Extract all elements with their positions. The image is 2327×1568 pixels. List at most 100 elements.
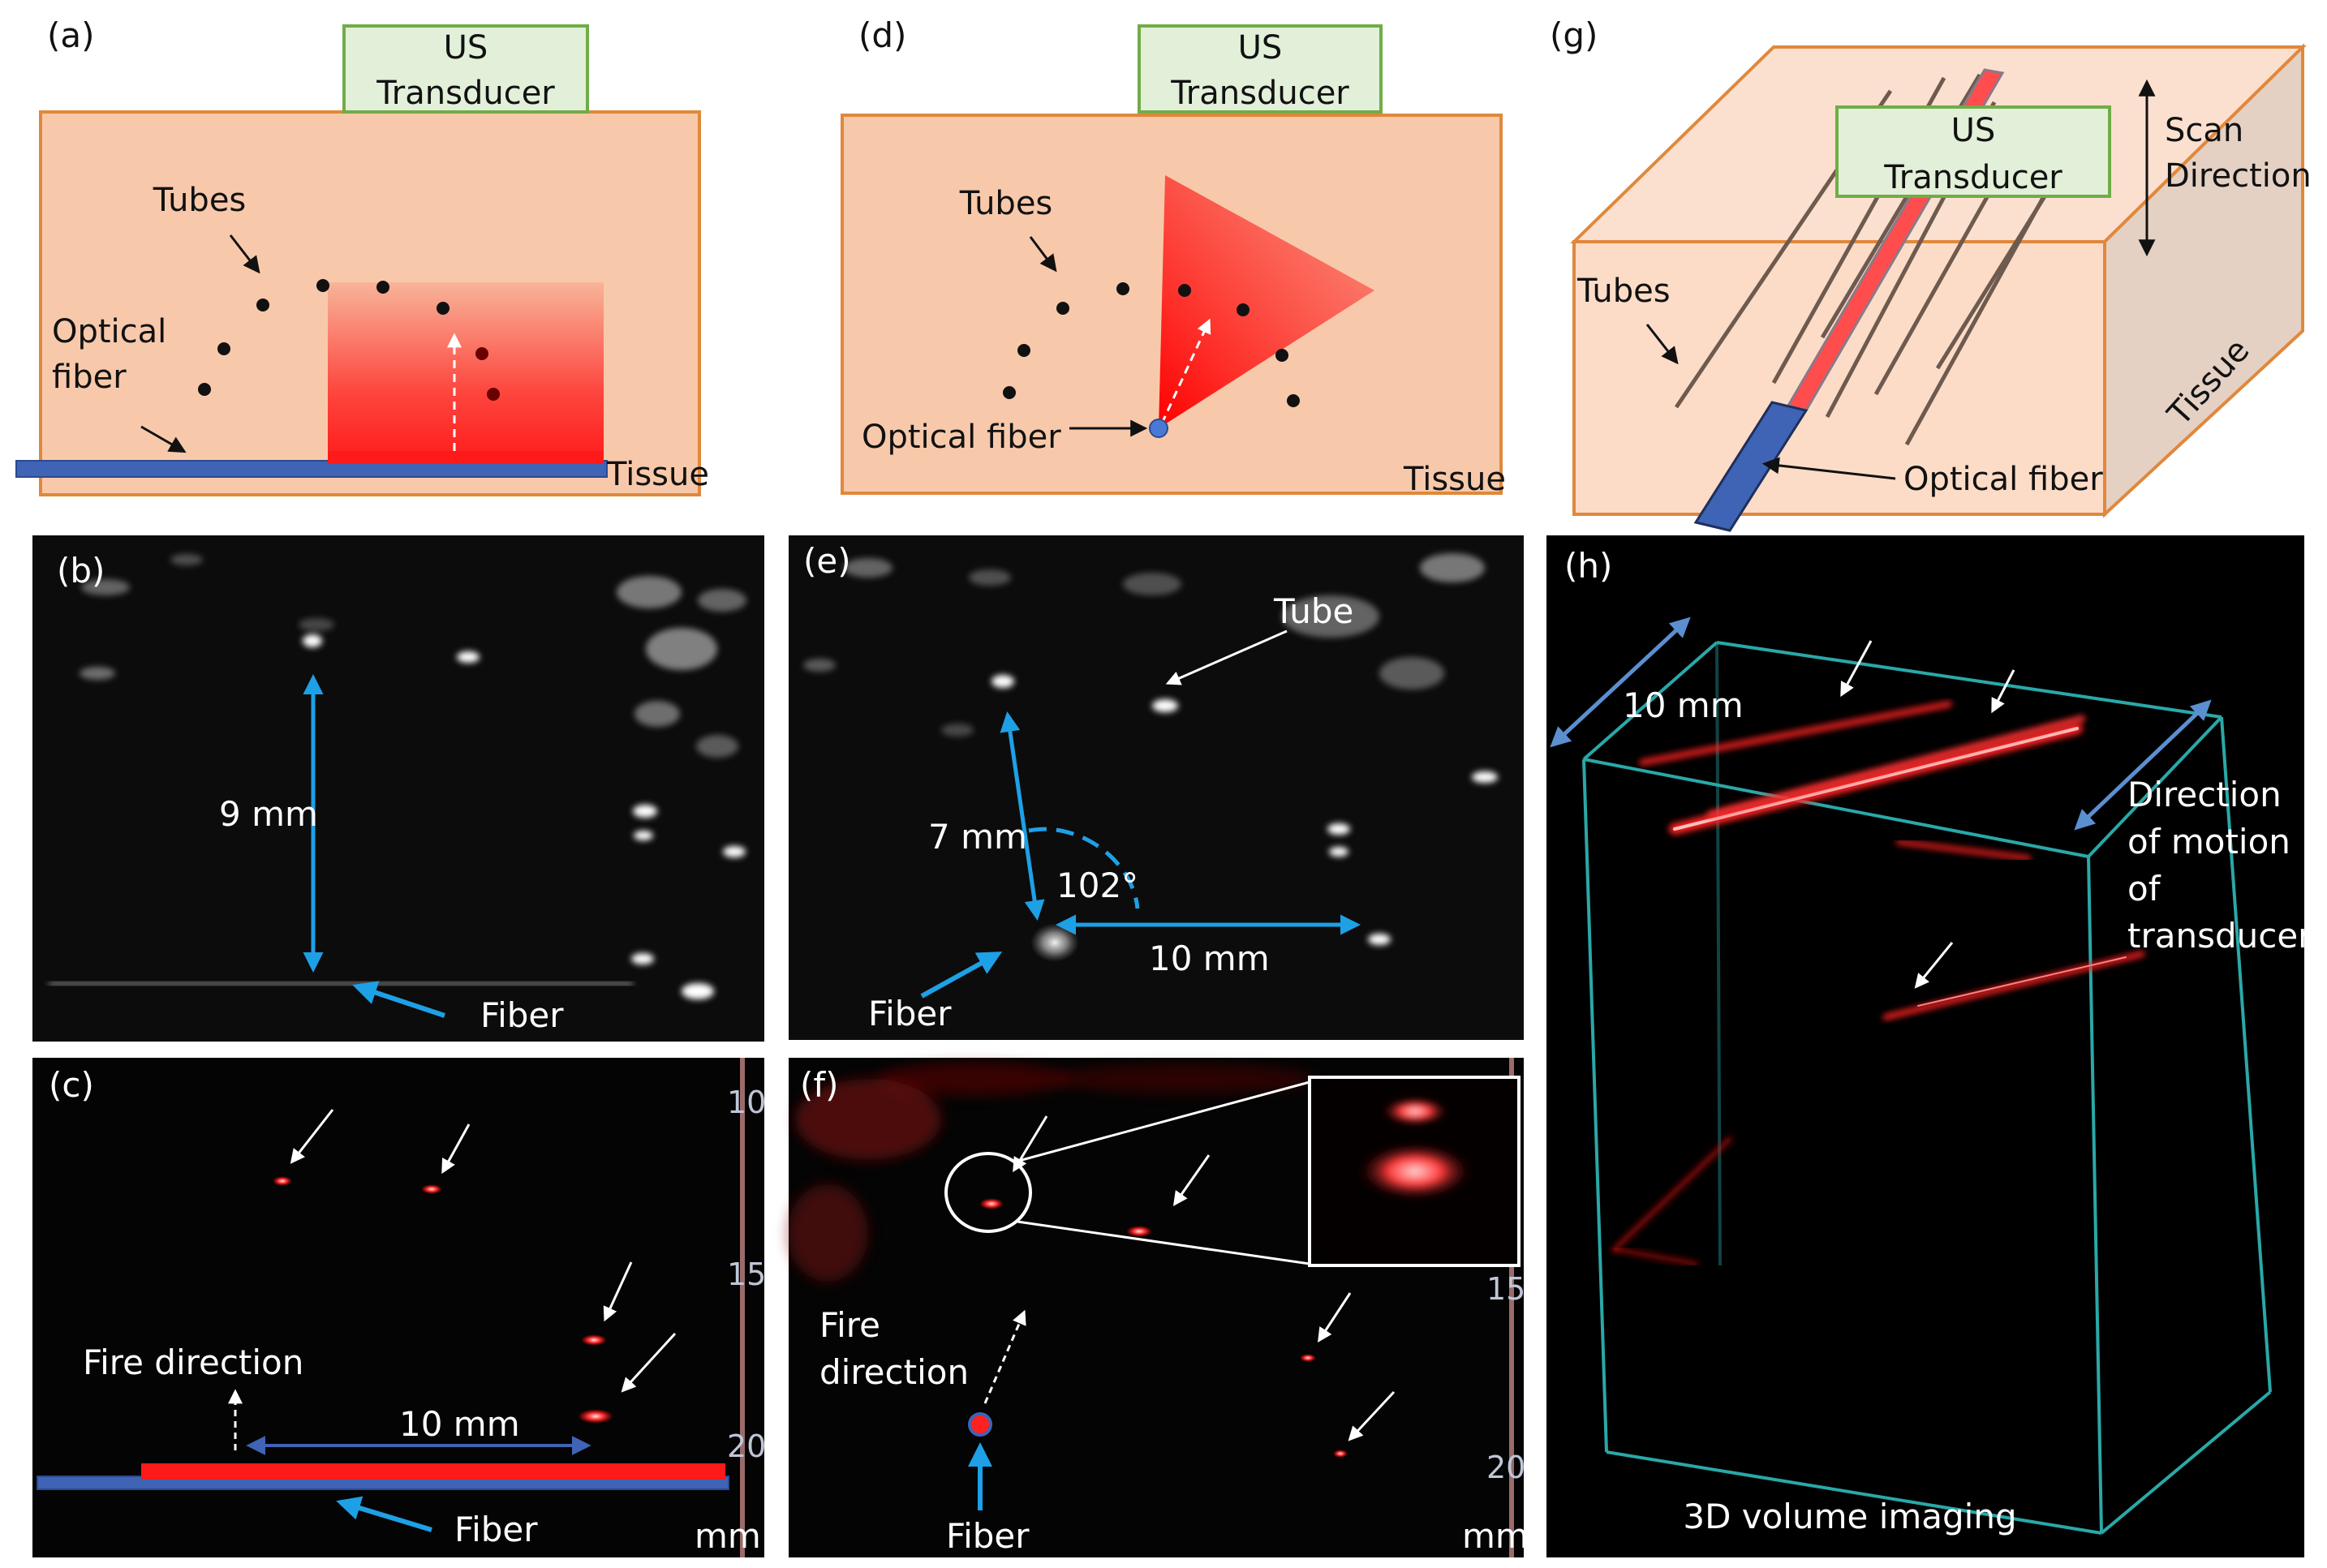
ultrasound-image xyxy=(789,535,1524,1040)
fiber-label-line2: fiber xyxy=(52,359,127,396)
panel-a-label: (a) xyxy=(47,15,95,55)
panel-a: (a) US Transducer Tubes Optical fiber Ti… xyxy=(15,15,709,496)
depth-tick: 15 xyxy=(727,1257,766,1292)
depth-unit: mm xyxy=(1462,1516,1529,1556)
depth-unit: mm xyxy=(695,1516,761,1556)
distance-label: 9 mm xyxy=(219,794,318,834)
optical-fiber-tip xyxy=(1149,419,1168,438)
distance-label-vertical: 7 mm xyxy=(928,817,1027,857)
inset-signal-bottom xyxy=(1357,1142,1473,1201)
panel-f-label: (f) xyxy=(800,1065,839,1105)
fiber-label: Fiber xyxy=(454,1510,538,1549)
transducer-label-line1: US xyxy=(1238,29,1283,67)
us-transducer xyxy=(1835,105,2111,198)
speckle-texture xyxy=(80,554,746,758)
zoom-circle xyxy=(944,1152,1032,1233)
fire-label-line1: Fire xyxy=(819,1305,880,1345)
tubes-pointer xyxy=(1645,324,1679,365)
zoom-line-bottom xyxy=(1017,1220,1310,1265)
depth-tick: 20 xyxy=(1486,1450,1525,1485)
fiber-echo xyxy=(49,982,633,986)
fiber-label: Fiber xyxy=(946,1516,1030,1556)
panel-b: (b) 9 mm Fiber xyxy=(32,535,764,1042)
transducer-label-line2: Transducer xyxy=(1170,75,1349,112)
motion-direction-arrow xyxy=(2074,699,2212,831)
distance-label: 10 mm xyxy=(1623,685,1744,725)
fiber-pointer xyxy=(920,952,1003,999)
fiber-pointer xyxy=(140,425,187,453)
panel-f: 15 20 mm (f) Fire direction Fiber xyxy=(787,1058,1529,1557)
panel-c: 10 15 20 mm (c) Fire direction 10 mm Fib… xyxy=(32,1058,766,1557)
panel-h-label: (h) xyxy=(1564,546,1612,586)
distance-arrow-vertical xyxy=(1000,711,1045,921)
transducer-label-line1: US xyxy=(444,29,488,67)
fiber-label: Optical fiber xyxy=(1903,461,2103,498)
optical-fiber xyxy=(1693,401,1809,532)
distance-label-horizontal: 10 mm xyxy=(1149,939,1270,978)
tubes-label: Tubes xyxy=(153,182,247,219)
inset-signal-top xyxy=(1381,1097,1449,1126)
distance-label: 10 mm xyxy=(399,1404,520,1444)
tubes-cross-section xyxy=(1003,282,1300,407)
fire-direction-arrow xyxy=(983,1309,1026,1404)
tube-echoes xyxy=(303,634,746,999)
speckle-texture xyxy=(803,553,1485,737)
fiber-label: Fiber xyxy=(868,994,952,1033)
fiber-pointer xyxy=(352,981,445,1018)
panel-e: (e) Tube 7 mm 102° 10 mm Fiber xyxy=(789,535,1524,1040)
fire-direction-label: Fire direction xyxy=(83,1342,303,1382)
laser-cone xyxy=(1159,175,1374,428)
signal-pointers xyxy=(1013,1115,1396,1441)
signal-pointers xyxy=(290,1109,677,1393)
tissue-label: Tissue xyxy=(606,456,709,493)
laser-illumination xyxy=(328,282,604,466)
fiber-pointer xyxy=(1761,457,1896,480)
depth-tick: 20 xyxy=(727,1428,766,1464)
zoom-line-top xyxy=(1015,1080,1310,1163)
scan-label-line2: Direction xyxy=(2165,157,2312,195)
panel-d: (d) US Transducer Tubes Optical fiber Ti… xyxy=(841,15,1506,498)
fire-label-line2: direction xyxy=(819,1352,969,1392)
panel-b-label: (b) xyxy=(57,551,105,591)
background-noise xyxy=(787,1063,1314,1282)
fiber-label-line1: Optical xyxy=(52,313,166,350)
fire-direction-arrow xyxy=(1160,318,1211,424)
tube-signals xyxy=(979,1198,1348,1458)
signal-pointers xyxy=(1840,640,2015,989)
tubes-label: Tubes xyxy=(959,185,1053,222)
motion-label-line3: of xyxy=(2127,869,2161,909)
us-transducer xyxy=(342,24,589,114)
fiber-diffuser xyxy=(328,451,604,464)
motion-label-line2: of motion xyxy=(2127,822,2290,861)
motion-label-line1: Direction xyxy=(2127,775,2282,814)
tissue-front-face xyxy=(1572,240,2106,516)
tubes-cross-section xyxy=(198,279,500,401)
tubes-label: Tubes xyxy=(1576,273,1671,310)
panel-g-label: (g) xyxy=(1550,15,1598,55)
fiber-diffuser xyxy=(141,1463,725,1480)
us-transducer xyxy=(1138,24,1383,114)
fiber-echo xyxy=(1030,923,1079,962)
tissue-label: Tissue xyxy=(1403,461,1506,498)
tubes-pointer xyxy=(229,234,260,274)
motion-label-line4: transducer xyxy=(2127,916,2312,956)
tube-pointer xyxy=(1165,629,1288,685)
caption: 3D volume imaging xyxy=(1683,1497,2016,1536)
panel-h: (h) 10 mm Direction of motion of transdu… xyxy=(1546,535,2312,1557)
fiber-label: Fiber xyxy=(480,995,564,1035)
panel-d-label: (d) xyxy=(858,15,906,55)
ultrasound-image xyxy=(32,535,764,1042)
panel-c-label: (c) xyxy=(49,1065,94,1105)
transducer-label-line1: US xyxy=(1951,112,1996,149)
optical-fiber xyxy=(15,460,608,478)
angle-label: 102° xyxy=(1056,866,1138,905)
depth-scale-bar xyxy=(1509,1058,1514,1557)
depth-tick: 10 xyxy=(727,1085,766,1120)
fiber-pointer xyxy=(336,1496,432,1532)
depth-scale-bar xyxy=(740,1058,745,1557)
tube-signals xyxy=(273,1176,613,1424)
optical-fiber-tip xyxy=(968,1412,992,1437)
width-arrow xyxy=(1550,616,1691,748)
panel-e-label: (e) xyxy=(803,541,851,581)
